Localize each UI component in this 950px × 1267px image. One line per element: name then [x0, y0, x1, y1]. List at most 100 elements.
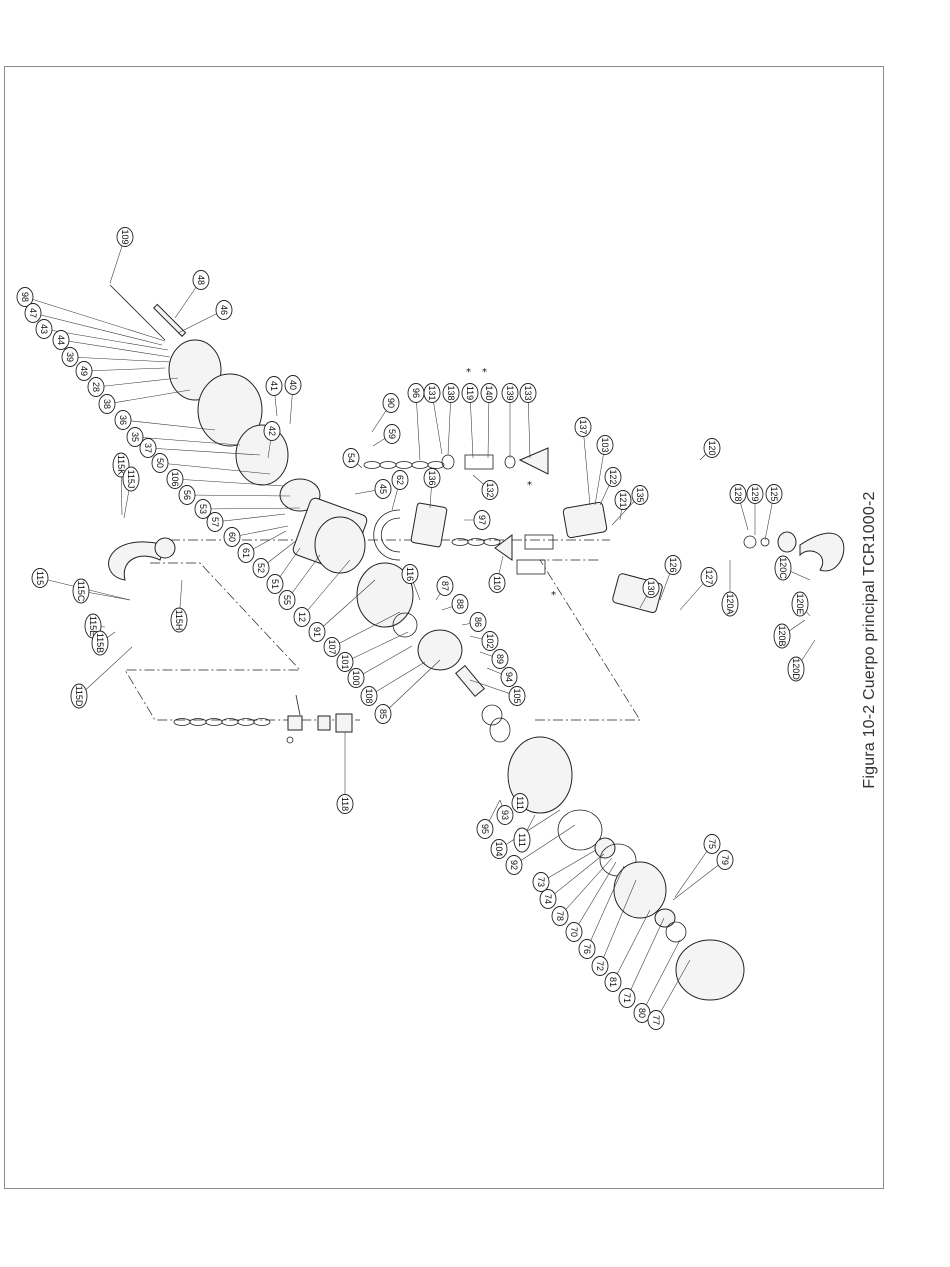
callout-51: 51 — [266, 547, 301, 594]
callout-label: 90 — [386, 398, 396, 408]
shaft-90 — [455, 664, 485, 698]
chain-middle — [451, 538, 501, 546]
leader-line — [147, 447, 261, 456]
leader-line — [573, 861, 617, 933]
callout-balloon — [194, 499, 212, 519]
callout-label: 79 — [720, 855, 730, 865]
leader-line — [316, 579, 376, 633]
callout-balloon — [508, 686, 526, 706]
callout-label: 62 — [395, 475, 405, 485]
callout-130: 130 — [639, 578, 660, 609]
callout-label: 89 — [495, 654, 505, 664]
callout-balloon — [765, 484, 783, 504]
callout-102: 102 — [469, 631, 499, 651]
callout-label: 100 — [351, 670, 361, 685]
callout-76: 76 — [578, 865, 625, 959]
callout-balloon — [206, 512, 224, 532]
shaft-109 — [109, 284, 166, 341]
callout-balloon — [488, 573, 506, 593]
callout-balloon — [614, 490, 632, 510]
figure-caption: Figura 10-2 Cuerpo principal TCR1000-2 — [861, 491, 878, 789]
callout-label: 74 — [543, 894, 553, 904]
gear-91 — [356, 562, 414, 628]
callout-104: 104 — [490, 809, 561, 859]
callout-balloon — [284, 375, 302, 395]
callout-balloon — [35, 319, 53, 339]
callout-label: 77 — [651, 1015, 661, 1025]
leader-line — [186, 494, 291, 497]
callout-94: 94 — [486, 667, 518, 687]
oring-104 — [557, 809, 603, 851]
callout-12: 12 — [293, 559, 351, 627]
callout-label: 86 — [473, 617, 483, 627]
callout-balloon — [596, 435, 614, 455]
callout-balloon — [75, 361, 93, 381]
part-118 — [335, 713, 353, 733]
callout-label: 115C — [76, 581, 86, 602]
leader-line — [487, 392, 490, 459]
callout-balloon — [481, 631, 499, 651]
callout-balloon — [72, 578, 90, 604]
callout-balloon — [700, 567, 718, 587]
callout-balloon — [336, 652, 354, 672]
callout-label: 56 — [182, 490, 192, 500]
callout-138: 138 — [442, 383, 460, 456]
callout-balloon — [604, 972, 622, 992]
callout-label: 105 — [512, 688, 522, 703]
leader-line — [69, 356, 171, 363]
callout-90: 90 — [371, 393, 400, 433]
callout-label: 55 — [282, 595, 292, 605]
callout-balloon — [266, 574, 284, 594]
callout-54: 54 — [342, 448, 363, 469]
callout-39: 39 — [61, 347, 171, 367]
callout-balloon — [374, 704, 392, 724]
callout-71: 71 — [618, 917, 665, 1008]
part-73 — [594, 837, 616, 859]
callout-115C: 115C — [72, 578, 131, 604]
callout-label: 130 — [646, 580, 656, 595]
callout-111b: 111 — [513, 814, 536, 853]
callout-label: 131 — [427, 385, 437, 400]
callout-balloon — [791, 591, 809, 617]
callout-label: 137 — [578, 419, 588, 434]
ring-100 — [481, 704, 503, 726]
callout-label: 71 — [622, 993, 632, 1003]
callout-label: 102 — [485, 633, 495, 648]
callout-balloon — [729, 484, 747, 504]
callout-label: 72 — [595, 961, 605, 971]
callout-label: 59 — [387, 429, 397, 439]
callout-120B: 120B — [773, 619, 806, 649]
callout-label: 129 — [750, 486, 760, 501]
callout-balloon — [642, 578, 660, 598]
leader-line — [368, 661, 426, 697]
load-chain-upper — [363, 461, 445, 469]
callout-91: 91 — [308, 579, 376, 642]
callout-label: 120 — [707, 440, 717, 455]
callout-label: 104 — [494, 841, 504, 856]
leader-line — [331, 611, 401, 648]
callout-label: 37 — [143, 443, 153, 453]
cone-116 — [494, 533, 513, 561]
callout-label: 120A — [725, 593, 735, 614]
callout-balloon — [442, 383, 460, 403]
callout-balloon — [293, 607, 311, 627]
plate-76 — [613, 861, 667, 919]
part-125 — [760, 537, 770, 547]
callout-70: 70 — [565, 861, 617, 942]
leader-line — [355, 645, 413, 679]
callout-label: 127 — [704, 569, 714, 584]
callout-135: 135 — [611, 485, 649, 526]
callout-balloon — [480, 383, 498, 403]
callout-balloon — [323, 637, 341, 657]
callout-131: 131 — [423, 383, 443, 455]
callout-label: 115 — [35, 571, 45, 585]
callout-balloon — [574, 417, 592, 437]
callout-60: 60 — [223, 525, 289, 547]
callout-label: 101 — [340, 654, 350, 669]
callout-balloon — [178, 485, 196, 505]
leader-line — [83, 367, 166, 372]
callout-59: 59 — [372, 424, 401, 447]
callout-89: 89 — [479, 649, 509, 669]
callout-105: 105 — [469, 679, 526, 706]
callout-115H: 115H — [170, 579, 188, 633]
